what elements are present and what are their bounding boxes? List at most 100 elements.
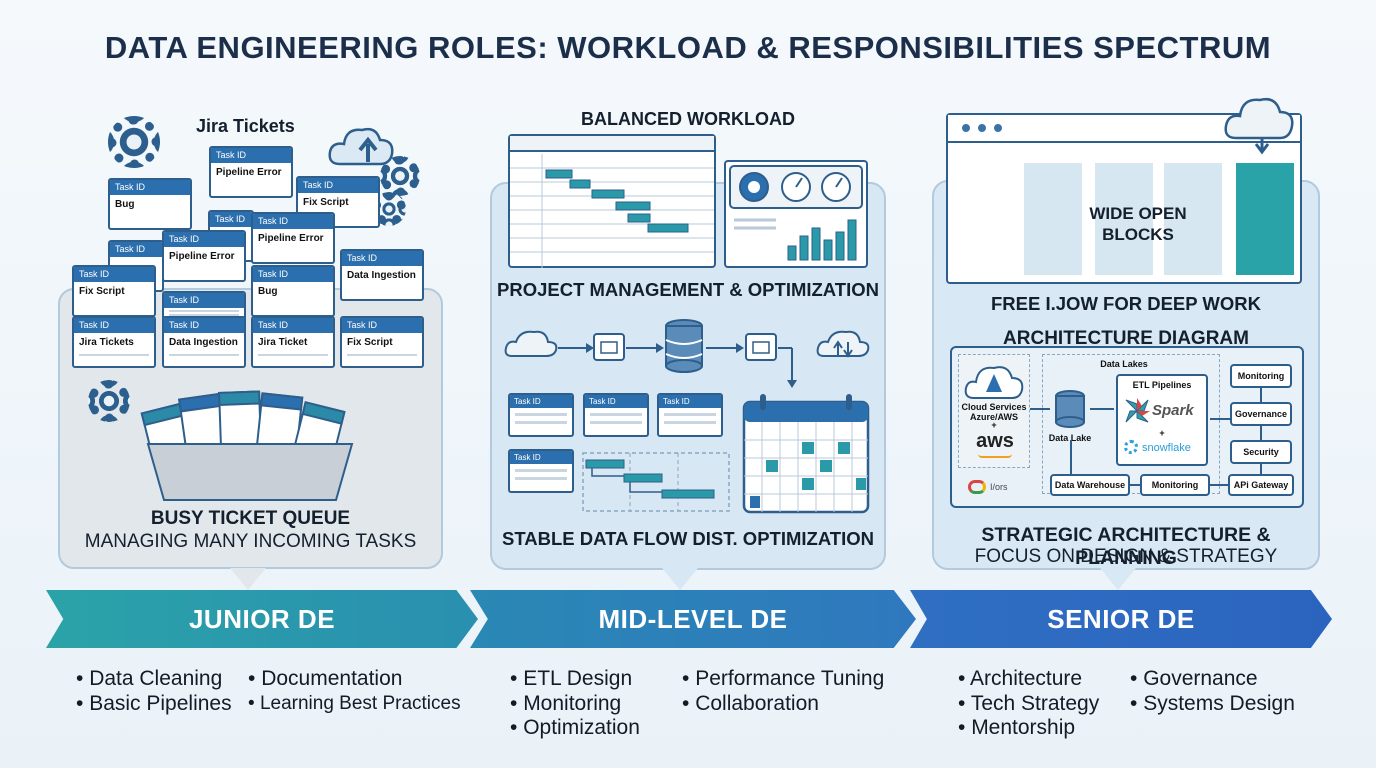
page-title: DATA ENGINEERING ROLES: WORKLOAD & RESPO… — [104, 30, 1272, 65]
mid-level-de-banner: MID-LEVEL DE — [470, 590, 916, 648]
senior-subcaption: FOCUS ON DESIGN & STRATEGY — [974, 546, 1278, 567]
ticket-id: Task ID — [253, 214, 333, 229]
ticket-id: Task ID — [298, 178, 378, 193]
senior-caption: STRATEGIC ARCHITECTURE & PLANNING — [981, 524, 1271, 569]
window-dot-icon — [960, 122, 972, 134]
connector — [1070, 440, 1072, 474]
data-warehouse-box: Data Warehouse — [1050, 474, 1130, 496]
bullet-item: Governance — [1130, 667, 1295, 692]
ticket-label: Data Ingestion — [347, 270, 416, 281]
senior-de-banner: SENIOR DE — [910, 590, 1332, 648]
bullet-item: Architecture — [958, 667, 1099, 692]
calendar-icon — [742, 394, 870, 514]
senior-bullets-col1: Architecture Tech Strategy Mentorship — [958, 667, 1099, 741]
ticket-card[interactable]: Task ID Pipeline Error — [162, 230, 246, 282]
monitoring-box-2: Monitoring — [1140, 474, 1210, 496]
spark-logo: Spark — [1152, 402, 1194, 419]
ticket-id: Task ID — [110, 180, 190, 195]
data-lakes-label: Data Lakes — [1100, 359, 1148, 369]
bullet-item: Performance Tuning — [682, 667, 884, 692]
bullet-item: Monitoring — [510, 692, 640, 717]
data-lakes-group — [1042, 354, 1220, 494]
free-time-label: FREE I.JOW FOR DEEP WORK — [991, 293, 1261, 314]
ticket-card[interactable]: Task ID Bug — [108, 178, 192, 230]
connector — [1090, 408, 1114, 410]
ticket-card[interactable]: Task ID Pipeline Error — [209, 146, 293, 198]
mid-bullets-col2: Performance Tuning Collaboration — [682, 667, 884, 716]
ticket-card[interactable]: Task ID — [583, 393, 649, 437]
etl-pipelines-label: ETL Pipelines — [1132, 380, 1192, 390]
ticket-card[interactable]: Task ID — [657, 393, 723, 437]
governance-box: Governance — [1230, 402, 1292, 426]
ticket-label: Fix Script — [79, 286, 125, 297]
ticket-id: Task ID — [164, 293, 244, 308]
ticket-label: Bug — [258, 286, 278, 297]
security-box: Security — [1230, 440, 1292, 464]
mid-pointer — [662, 568, 698, 590]
ticket-id: Task ID — [342, 251, 422, 266]
ticket-id: Task ID — [253, 267, 333, 282]
connector — [1030, 408, 1050, 410]
plus-symbol: + — [1159, 428, 1165, 438]
folder-icon — [140, 390, 354, 501]
junior-bullets-col1: Data Cleaning Basic Pipelines — [76, 667, 231, 717]
bullet-item: Systems Design — [1130, 692, 1295, 717]
junior-caption: BUSY TICKET QUEUE — [150, 508, 351, 529]
data-flow-diagram — [504, 319, 870, 388]
connector — [1260, 388, 1262, 402]
ticket-card[interactable]: Task ID Data Ingestion — [162, 316, 246, 368]
bullet-item: Optimization — [510, 716, 640, 741]
ticket-card[interactable]: Task ID Data Ingestion — [340, 249, 424, 301]
window-dot-icon — [992, 122, 1004, 134]
time-block — [1095, 163, 1153, 275]
mid-bullets-col1: ETL Design Monitoring Optimization — [510, 667, 640, 741]
gcp-label: I/ors — [990, 482, 1008, 492]
connector — [1130, 484, 1140, 486]
ticket-card[interactable]: Task ID Pipeline Error — [251, 212, 335, 264]
cloud-upload-icon — [328, 127, 394, 166]
ticket-id: Task ID — [74, 318, 154, 333]
ticket-card[interactable]: Task ID — [508, 393, 574, 437]
mid-heading: BALANCED WORKLOAD — [581, 109, 795, 129]
gantt-chart-window — [508, 134, 716, 268]
bullet-item: Collaboration — [682, 692, 884, 717]
senior-pointer — [1100, 568, 1136, 590]
dashboard-window — [724, 160, 868, 268]
ticket-label: Data Ingestion — [169, 337, 238, 348]
snowflake-icon — [1124, 440, 1138, 454]
ticket-id: Task ID — [210, 212, 252, 227]
junior-subcaption: MANAGING MANY INCOMING TASKS — [84, 531, 417, 552]
ticket-label: Jira Ticket — [258, 337, 308, 348]
jira-heading: Jira Tickets — [196, 116, 295, 136]
junior-bullets-col2: Documentation Learning Best Practices — [248, 667, 461, 716]
bullet-item: Basic Pipelines — [76, 692, 231, 717]
ticket-id: Task ID — [164, 318, 244, 333]
ticket-label: Bug — [115, 199, 135, 210]
ticket-card[interactable]: Task ID Jira Ticket — [251, 316, 335, 368]
ticket-card[interactable]: Task ID Fix Script — [340, 316, 424, 368]
cloud-download-icon — [1224, 98, 1294, 155]
data-lake-label: Data Lake — [1048, 433, 1092, 443]
ticket-card[interactable]: Task ID — [508, 449, 574, 493]
schedule-timeline — [582, 452, 730, 512]
junior-de-banner: JUNIOR DE — [46, 590, 478, 648]
ticket-card[interactable]: Task ID Fix Script — [72, 265, 156, 317]
ticket-label: Pipeline Error — [258, 233, 324, 244]
ticket-id: Task ID — [211, 148, 291, 163]
time-block — [1236, 163, 1294, 275]
ticket-id: Task ID — [164, 232, 244, 247]
aws-smile-icon — [978, 454, 1012, 458]
ticket-id: Task ID — [110, 242, 162, 257]
ticket-id: Task ID — [659, 395, 721, 408]
ticket-card[interactable]: Task ID Bug — [251, 265, 335, 317]
monitoring-box: Monitoring — [1230, 364, 1292, 388]
ticket-card[interactable]: Task ID Jira Tickets — [72, 316, 156, 368]
mid-caption-2: STABLE DATA FLOW DIST. OPTIMIZATION — [501, 528, 874, 549]
ticket-id: Task ID — [74, 267, 154, 282]
spark-pinwheel-icon — [1125, 398, 1150, 423]
ticket-label: Jira Tickets — [79, 337, 134, 348]
junior-pointer — [230, 568, 266, 590]
ticket-id: Task ID — [510, 395, 572, 408]
ticket-id: Task ID — [253, 318, 333, 333]
ticket-label: Pipeline Error — [169, 251, 235, 262]
